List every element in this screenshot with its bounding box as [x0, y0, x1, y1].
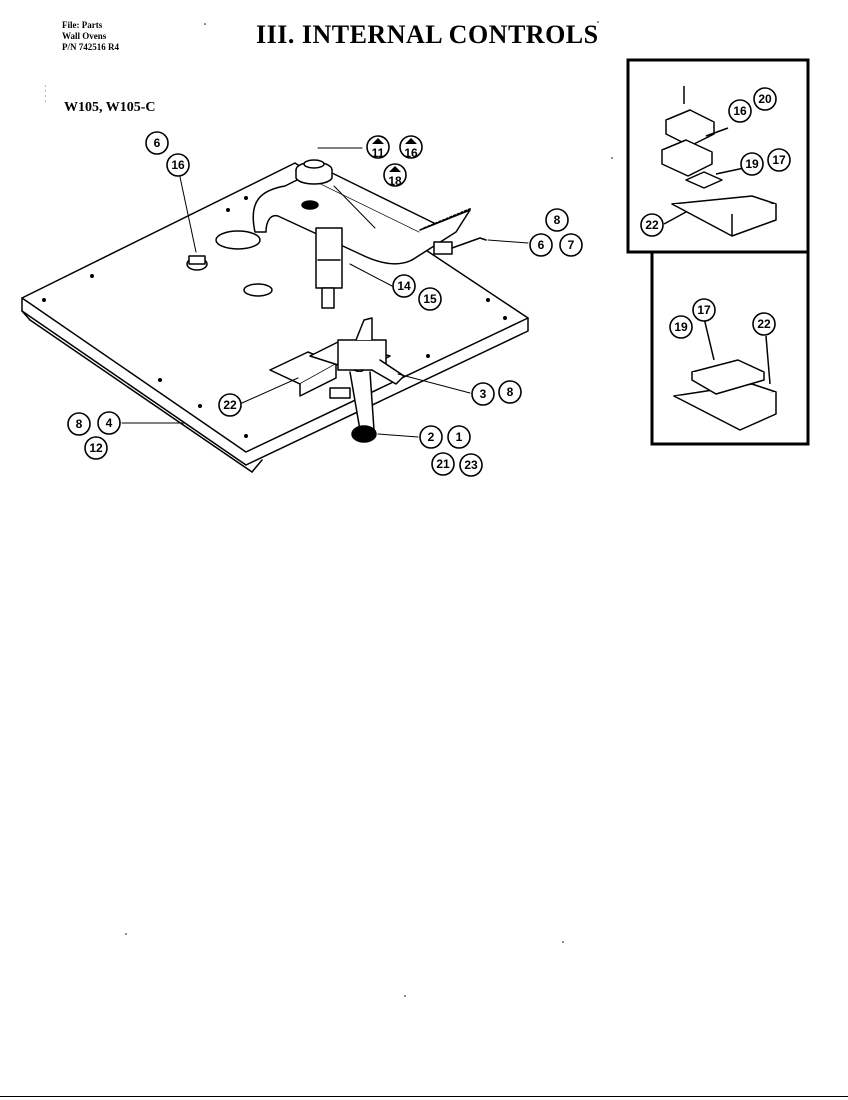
callout-bubble: 6: [145, 131, 169, 155]
callout-label: 7: [568, 238, 575, 252]
callout-bubble: 6: [529, 233, 553, 257]
model-label: W105, W105-C: [64, 100, 156, 115]
callout-bubble: 12: [84, 436, 108, 460]
callout-label: 22: [757, 317, 771, 331]
callout-label: 19: [745, 157, 759, 171]
callout-label: 16: [404, 146, 418, 160]
callout-bubble: 11: [366, 135, 390, 160]
category-label: Wall Ovens: [62, 31, 107, 41]
plate-screw-holes: [42, 196, 507, 438]
sensor-probe: [315, 227, 343, 309]
callout-bubble: 22: [640, 213, 664, 237]
plate-opening-lower: [243, 283, 273, 297]
callout-bubble: 16: [166, 153, 190, 177]
plate-opening-upper: [215, 230, 261, 250]
callout-bubble: 8: [67, 412, 91, 436]
callout-label: 1: [456, 430, 463, 444]
callout-bubble: 19: [740, 152, 764, 176]
callout-label: 18: [388, 174, 402, 188]
file-label: File: Parts: [62, 20, 103, 30]
callout-bubble: 8: [498, 380, 522, 404]
callout-label: 19: [674, 320, 688, 334]
callout-bubble: 18: [383, 163, 407, 188]
callout-label: 17: [772, 153, 786, 167]
selector-switch-assembly: [269, 317, 405, 443]
callout-label: 8: [554, 213, 561, 227]
callout-bubble: 16: [399, 135, 423, 160]
inset-bottom-parts: [673, 317, 777, 431]
callout-label: 2: [428, 430, 435, 444]
callout-label: 16: [733, 104, 747, 118]
callout-label: 22: [645, 218, 659, 232]
callout-label: 11: [372, 146, 385, 160]
vent-duct: [252, 171, 473, 265]
callout-bubble: 16: [728, 99, 752, 123]
callout-bubble: 22: [752, 312, 776, 336]
callout-label: 4: [106, 416, 113, 430]
callout-bubble: 17: [767, 148, 791, 172]
callout-bubble: 4: [97, 411, 121, 435]
lead-wire: [433, 237, 487, 255]
callout-bubble: 3: [471, 382, 495, 406]
callout-label: 21: [436, 457, 450, 471]
callout-bubble: 15: [418, 287, 442, 311]
inset-top-parts: [661, 86, 777, 237]
callout-label: 14: [397, 279, 411, 293]
callout-label: 16: [171, 158, 185, 172]
limit-switch: [186, 255, 208, 271]
callouts-inset-bottom: 19 17 22: [669, 298, 776, 339]
callout-label: 17: [697, 303, 711, 317]
callout-label: 22: [223, 398, 237, 412]
callout-bubble: 19: [669, 315, 693, 339]
callout-bubble: 2: [419, 425, 443, 449]
callout-label: 6: [154, 136, 161, 150]
callout-label: 20: [758, 92, 772, 106]
thermostat-disc: [295, 159, 333, 185]
callout-label: 15: [423, 292, 437, 306]
callout-label: 12: [89, 441, 103, 455]
callout-bubble: 22: [218, 393, 242, 417]
bottom-rule: [0, 1096, 848, 1097]
callout-label: 23: [464, 458, 478, 472]
callout-label: 8: [76, 417, 83, 431]
leader-lines: [121, 147, 529, 438]
margin-dots: ····: [44, 82, 47, 106]
callout-bubble: 1: [447, 425, 471, 449]
callouts-inset-top: 16 20 19 17 22: [640, 87, 791, 237]
callout-bubble: 23: [459, 453, 483, 477]
part-number-label: P/N 742516 R4: [62, 42, 119, 52]
inset-bottom-frame: [650, 250, 810, 446]
page-title: III. INTERNAL CONTROLS: [256, 20, 599, 49]
callout-bubble: 21: [431, 452, 455, 476]
callout-bubble: 14: [392, 274, 416, 298]
callout-label: 8: [507, 385, 514, 399]
callout-bubble: 20: [753, 87, 777, 111]
file-info: File: Parts Wall Ovens P/N 742516 R4: [62, 20, 119, 53]
scan-specks: [125, 21, 613, 997]
callout-label: 3: [480, 387, 487, 401]
callout-bubble: 17: [692, 298, 716, 322]
callout-bubble: 7: [559, 233, 583, 257]
callouts-main: 6 16 11 16 18 8 6 7 14 15 3 8 22 8 4 12 …: [67, 131, 583, 477]
callout-label: 6: [538, 238, 545, 252]
callout-bubble: 8: [545, 208, 569, 232]
